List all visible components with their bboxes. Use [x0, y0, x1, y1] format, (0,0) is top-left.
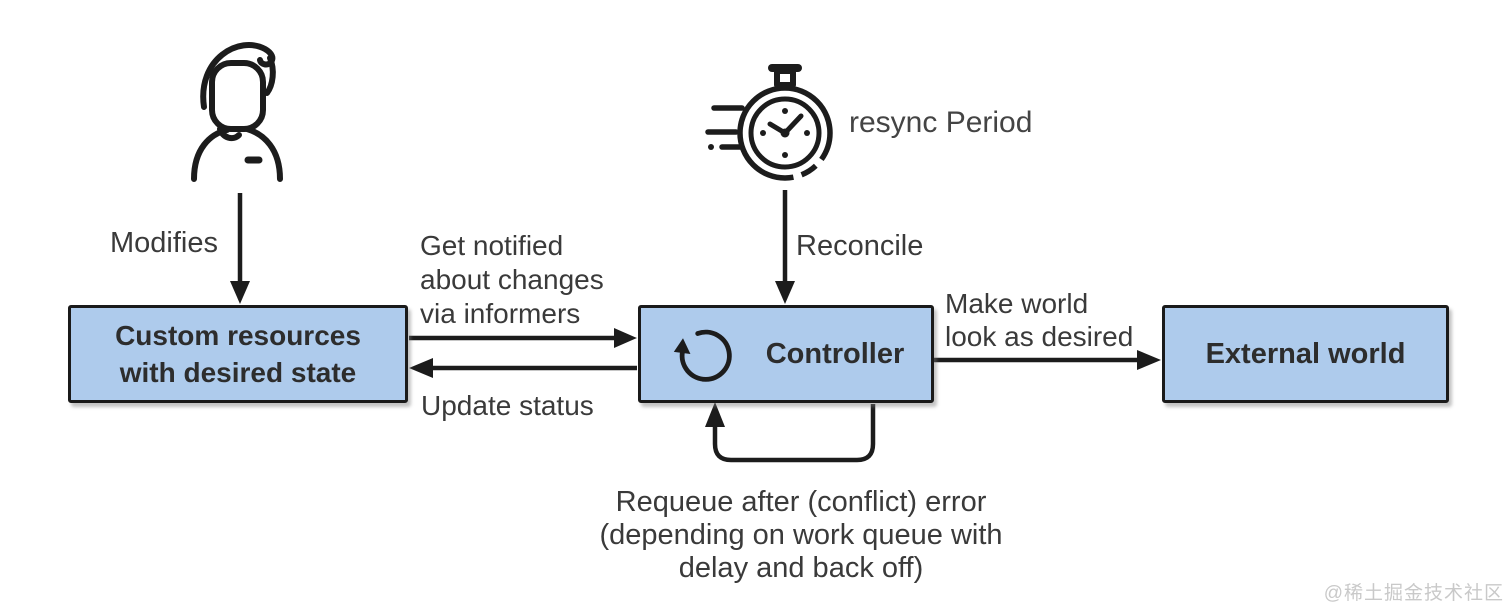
get-notified-line1: Get notified: [420, 230, 564, 261]
watermark: @稀土掘金技术社区: [1323, 583, 1504, 604]
resync-period-label: resync Period: [849, 106, 1033, 139]
get-notified-line3: via informers: [420, 298, 581, 329]
get-notified-line2: about changes: [420, 264, 604, 295]
controller-label: Controller: [765, 337, 905, 370]
requeue-line3: delay and back off): [678, 552, 924, 584]
requeue-line1: Requeue after (conflict) error: [615, 486, 987, 518]
person-icon: [191, 42, 283, 182]
controller-node: Controller: [638, 305, 934, 403]
update-status-arrow: [409, 358, 637, 378]
custom-resources-node: Custom resources with desired state: [68, 305, 408, 403]
modifies-arrow: [230, 193, 250, 304]
requeue-line2: (depending on work queue with: [599, 519, 1003, 551]
external-world-label: External world: [1205, 337, 1406, 370]
get-notified-arrow: [409, 328, 637, 348]
loop-arrow-icon: [673, 329, 732, 382]
make-world-arrow: [934, 350, 1161, 370]
make-world-label: Make world look as desired: [945, 287, 1133, 353]
requeue-loop-arrow: [705, 402, 876, 463]
make-world-line1: Make world: [945, 288, 1089, 319]
reconcile-label: Reconcile: [796, 230, 924, 262]
reconcile-arrow: [775, 190, 795, 304]
external-world-node: External world: [1162, 305, 1449, 403]
stopwatch-icon: [705, 64, 833, 181]
requeue-label: Requeue after (conflict) error (dependin…: [561, 486, 1041, 585]
make-world-line2: look as desired: [945, 321, 1134, 352]
custom-resources-line1: Custom resources: [115, 320, 361, 351]
custom-resources-label: Custom resources with desired state: [115, 317, 361, 391]
update-status-label: Update status: [421, 390, 594, 421]
get-notified-label: Get notified about changes via informers: [420, 229, 604, 331]
modifies-label: Modifies: [110, 227, 218, 259]
custom-resources-line2: with desired state: [119, 357, 357, 388]
